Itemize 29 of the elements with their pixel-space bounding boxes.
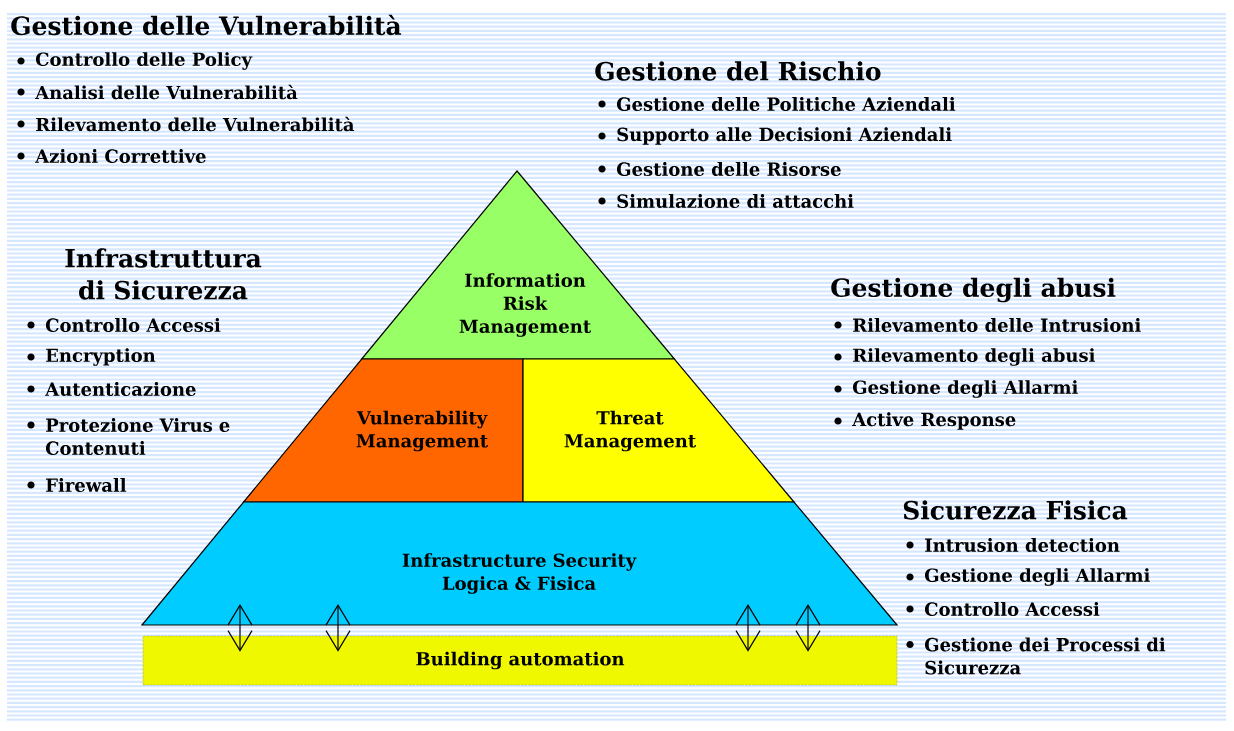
heading: Gestione del Rischio xyxy=(595,61,881,81)
bullet-text: Protezione Virus e Contenuti xyxy=(45,418,230,455)
building-automation-box: Building automation xyxy=(142,635,898,686)
bullet-text: Rilevamento degli abusi xyxy=(853,348,1095,366)
bullet-text: Autenticazione xyxy=(45,382,196,396)
bullet-text: Gestione dei Processi di Sicurezza xyxy=(924,637,1166,675)
bullet-text: Encryption xyxy=(46,348,156,366)
bullet-text: Gestione degli Allarmi xyxy=(924,568,1150,586)
heading: Gestione degli abusi xyxy=(831,277,1116,303)
bullet-text: Rilevamento delle Intrusioni xyxy=(853,318,1141,332)
heading: Infrastruttura di Sicurezza xyxy=(65,248,262,300)
bullet-text: Analisi delle Vulnerabilità xyxy=(35,84,298,100)
bullet-text: Azioni Correttive xyxy=(35,149,206,163)
heading: Gestione delle Vulnerabilità xyxy=(11,14,402,36)
bullet-text: Intrusion detection xyxy=(925,538,1120,552)
pyramid-section: Threat Management xyxy=(522,358,796,503)
bullet-text: Controllo Accessi xyxy=(45,318,221,332)
double-arrow xyxy=(227,604,253,652)
bullet-text: Controllo delle Policy xyxy=(35,52,253,70)
bullet-text: Supporto alle Decisioni Aziendali xyxy=(617,127,952,145)
bullet-text: Gestione delle Politiche Aziendali xyxy=(616,97,956,111)
double-arrow xyxy=(795,604,821,652)
bullet-text: Controllo Accessi xyxy=(924,602,1100,616)
bullet-text: Gestione degli Allarmi xyxy=(852,380,1078,398)
double-arrow xyxy=(325,604,351,652)
bullet-text: Firewall xyxy=(46,478,127,492)
double-arrow xyxy=(735,604,761,652)
bullet-text: Active Response xyxy=(852,412,1016,430)
bullet-text: Rilevamento delle Vulnerabilità xyxy=(36,116,355,132)
